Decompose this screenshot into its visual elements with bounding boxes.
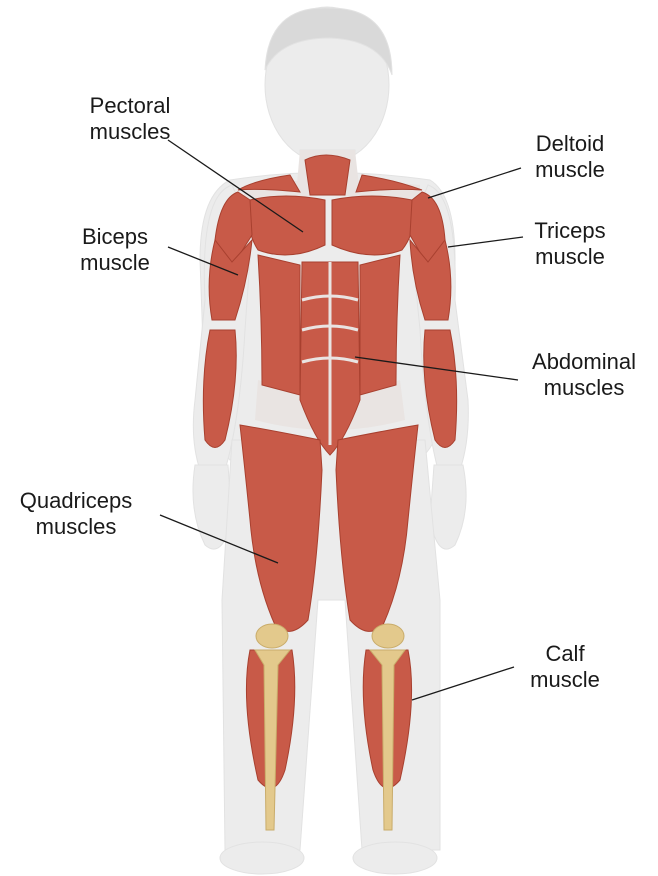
pectoral-label: Pectoral muscles: [80, 93, 180, 145]
left-kneecap: [256, 624, 288, 648]
deltoid-label-line1: Deltoid: [520, 131, 620, 157]
triceps-label: Triceps muscle: [520, 218, 620, 270]
neck-muscle: [305, 155, 350, 195]
triceps-label-line1: Triceps: [520, 218, 620, 244]
biceps-label: Biceps muscle: [60, 224, 170, 276]
quadriceps-label-line2: muscles: [6, 514, 146, 540]
biceps-label-line1: Biceps: [60, 224, 170, 250]
abdominal-label: Abdominal muscles: [520, 349, 648, 401]
right-shoe: [353, 842, 437, 874]
left-pectoral: [249, 196, 325, 255]
pectoral-label-line1: Pectoral: [80, 93, 180, 119]
left-shoe: [220, 842, 304, 874]
right-obliques: [360, 255, 400, 395]
biceps-label-line2: muscle: [60, 250, 170, 276]
calf-label: Calf muscle: [515, 641, 615, 693]
abdominal-label-line2: muscles: [520, 375, 648, 401]
right-kneecap: [372, 624, 404, 648]
left-obliques: [258, 255, 300, 395]
quadriceps-label-line1: Quadriceps: [6, 488, 146, 514]
triceps-leader: [448, 237, 523, 247]
quadriceps-label: Quadriceps muscles: [6, 488, 146, 540]
deltoid-label: Deltoid muscle: [520, 131, 620, 183]
right-hand: [430, 465, 466, 549]
abdominal-label-line1: Abdominal: [520, 349, 648, 375]
deltoid-label-line2: muscle: [520, 157, 620, 183]
calf-label-line2: muscle: [515, 667, 615, 693]
right-pectoral: [332, 196, 414, 255]
deltoid-leader: [428, 168, 521, 198]
calf-label-line1: Calf: [515, 641, 615, 667]
pectoral-label-line2: muscles: [80, 119, 180, 145]
triceps-label-line2: muscle: [520, 244, 620, 270]
